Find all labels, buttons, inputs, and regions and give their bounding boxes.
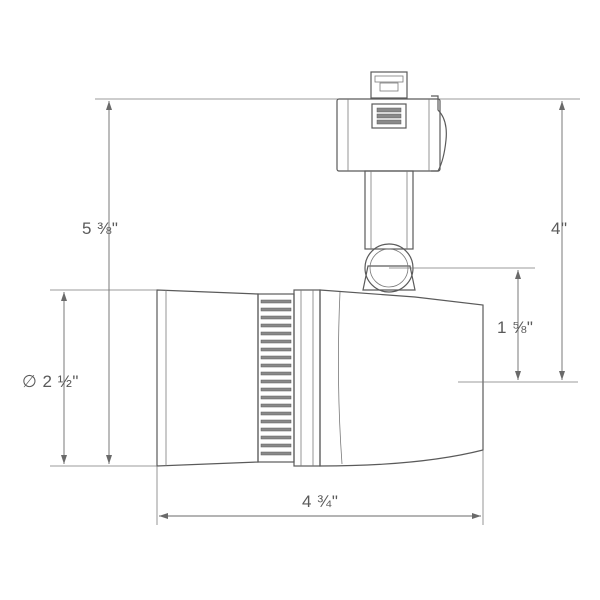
dim-diameter — [50, 289, 157, 467]
rear-body — [319, 289, 484, 467]
mount-height-label: 4" — [551, 219, 568, 238]
adapter-contact-block — [371, 103, 407, 129]
dim-mount-height — [458, 101, 578, 383]
pivot-offset-label: 1 ⅝" — [497, 318, 534, 337]
dim-pivot-offset — [389, 267, 535, 380]
lamp-head — [156, 289, 484, 467]
diameter-label: ∅ 2 ½" — [22, 372, 79, 391]
dim-overall-height — [95, 101, 157, 467]
adapter-side-latch — [431, 95, 447, 172]
adapter-top-connector — [370, 71, 408, 99]
length-label: 4 ¾" — [302, 492, 339, 511]
track-adapter — [336, 71, 447, 172]
front-bezel — [156, 289, 259, 467]
stem-body — [364, 170, 414, 250]
stem — [364, 170, 414, 250]
collar-band — [293, 289, 321, 467]
dim-length — [156, 450, 484, 525]
overall-height-label: 5 ⅜" — [82, 219, 119, 238]
heat-sink-fins — [260, 299, 292, 456]
